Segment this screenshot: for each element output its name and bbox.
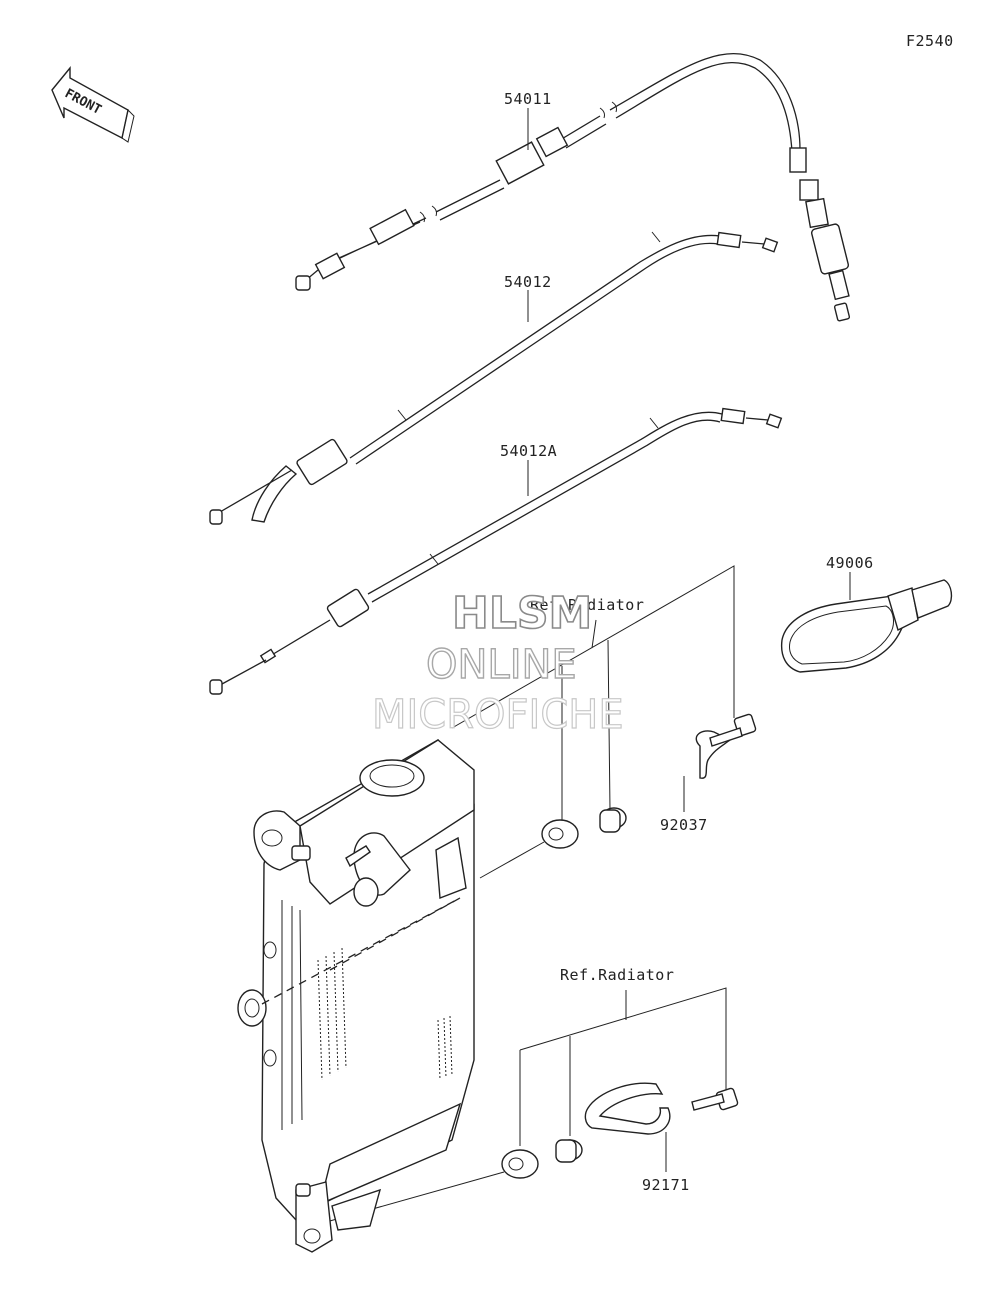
part-number-54012a: 54012A [500,442,557,460]
upper-mount-hardware [541,713,757,849]
watermark-line-1: HLSM [452,588,592,639]
part-number-54011: 54011 [504,90,552,108]
ref-radiator-lower: Ref.Radiator [560,966,674,984]
throttle-cable-54012 [209,231,779,525]
throttle-cable-54012a [209,407,783,695]
guard-49006 [780,579,953,673]
front-arrow-icon: FRONT [51,66,135,143]
figure-code: F2540 [906,32,954,50]
part-number-92037: 92037 [660,816,708,834]
watermark-line-2: ONLINE [426,642,577,688]
part-number-92171: 92171 [642,1176,690,1194]
ref-radiator-upper: Ref.Radiator [530,596,644,614]
lower-mount-hardware [501,1082,739,1179]
radiator-illustration [237,739,475,1253]
part-number-49006: 49006 [826,554,874,572]
watermark: HLSM ONLINE MICROFICHE [371,587,624,738]
clutch-cable-54011 [295,52,851,322]
watermark-line-3: MICROFICHE [372,692,624,738]
part-number-54012: 54012 [504,273,552,291]
